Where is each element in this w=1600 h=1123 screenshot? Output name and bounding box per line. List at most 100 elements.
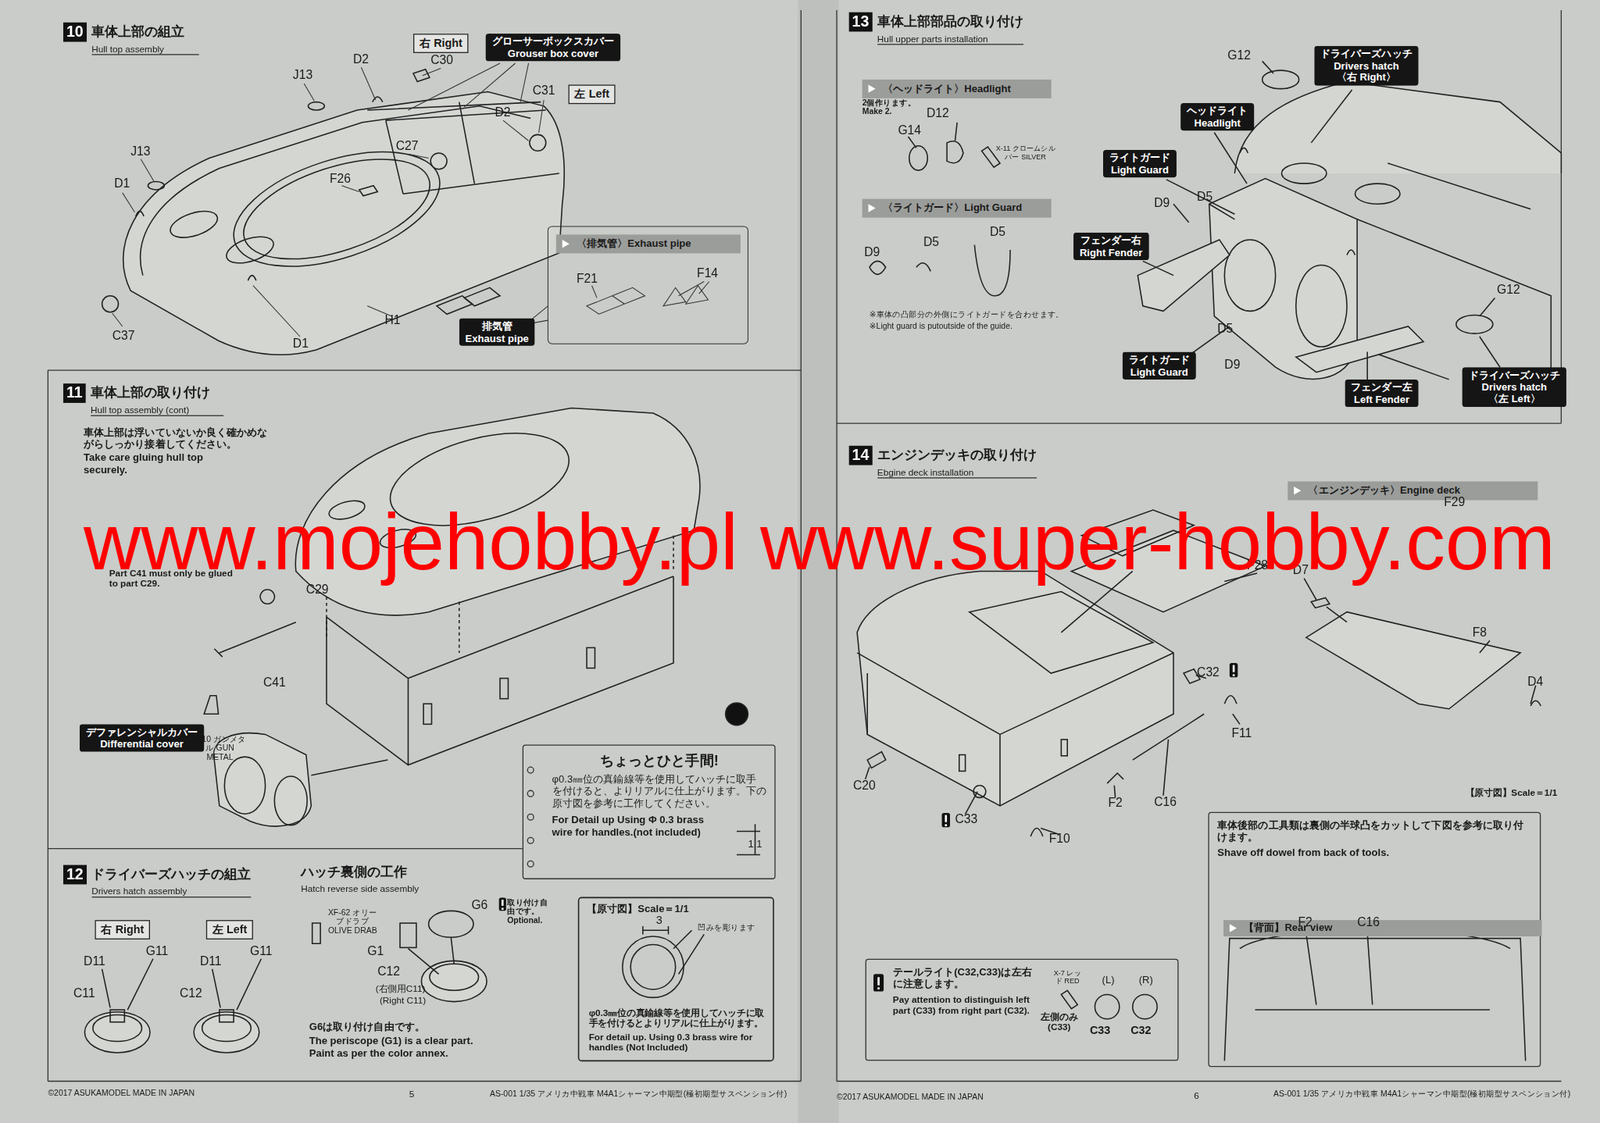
step-subtitle: Hull top assembly [91,43,199,55]
callout-box: フェンダー右Right Fender [1073,232,1149,261]
step-title: 車体上部の組立 [91,22,199,42]
part-label: F2 [1107,796,1122,811]
note-text: φ0.3㎜位の真鍮線等を使用してハッチに取手を付けるとよりリアルに仕上がります。 [589,1007,771,1029]
part-label: 1.1 [747,839,762,851]
callout-box: グローサーボックスカバーGrouser box cover [485,33,621,61]
note-text: X-11 クロームシルバー SILVER [994,144,1056,161]
part-label: G11 [250,944,272,959]
node-text: 左 Left [574,87,610,100]
node-text: For Detail up Using Φ 0.3 brass wire for… [552,814,726,839]
hull-assembly-drawing [214,589,296,658]
node-text: デファレンシャルカバー [85,726,199,739]
headlight-parts [909,146,929,171]
callout-box: ライトガードLight Guard [1122,352,1197,380]
hull-top-drawing [430,153,447,170]
caution-icon-mark [501,907,504,911]
node-text: 〈ヘッドライト〉Headlight [882,82,1011,94]
leader-line [407,63,529,111]
step-subtitle: Ebgine deck installation [877,467,1037,479]
step-title-group: エンジンデッキの取り付け Ebgine deck installation [877,446,1037,479]
node-text: ドライバーズハッチ [1320,47,1413,60]
part-label: D9 [864,246,880,261]
binder-dots [527,860,534,868]
part-label: C31 [532,84,556,99]
hull-front-drawing [1456,315,1493,335]
note-text: 左側のみ (C33) [1039,1012,1080,1034]
caution-icon-mark [501,900,504,907]
watermark: www.mojehobby.pl www.super-hobby.com [83,503,1556,583]
note-text: X-10 ガンメタル GUN METAL [192,734,249,763]
node-text: ライトガード [1109,152,1171,165]
node-text: ヘッドライト [1186,105,1248,118]
binder-dots [527,790,534,797]
step-title-group: ドライバーズハッチの組立Drivers hatch assembly [91,865,251,899]
part-label: G11 [146,944,168,959]
leader-line [592,281,710,298]
node-text: Grouser box cover [492,47,615,60]
caution-icon-mark [877,987,880,990]
part-label: C37 [112,329,136,344]
step-subtitle: Hull upper parts installation [877,33,1024,45]
hull-front-drawing [1137,239,1230,311]
hull-top-drawing [367,102,560,195]
hull-top-drawing [167,206,222,243]
drivers-hatch-drawing [84,1012,150,1054]
section-band: 〈ライトガード〉Light Guard [862,199,1052,218]
step-number: 11 [63,383,86,403]
drivers-hatch-drawing [407,937,454,975]
part-label: F21 [576,272,598,287]
node-text: Pay attention to distinguish left part (… [892,994,1036,1017]
part-label: D12 [926,107,950,122]
leader-line [547,226,748,344]
part-label: C33 [955,813,979,828]
node-text: ドライバーズハッチ [1468,369,1561,382]
node-text: 排気管 [465,320,529,333]
node-text: Right Fender [1079,246,1143,258]
drivers-hatch-drawing [642,926,704,975]
note-text: X-7 レッド RED [1050,969,1084,986]
binder-dots [527,767,534,774]
node-text: テールライト(C32,C33)は左右に注意します。 [892,966,1036,991]
hull-assembly-drawing [203,696,218,715]
caution-icon-mark [877,977,880,986]
hull-assembly-drawing [310,760,388,776]
callout-box: ドライバーズハッチDrivers hatch〈左 Left〉 [1462,367,1567,407]
caution-icon-mark [944,815,947,823]
node-text: Exhaust pipe [465,332,529,344]
node-text: Differential cover [85,738,199,750]
node-text: ちょっとひと手間! [552,752,767,770]
hull-front-drawing [1296,265,1347,347]
node-text: 〈左 Left〉 [1468,392,1561,405]
step-heading: 13車体上部部品の取り付けHull upper parts installati… [849,12,1024,46]
headlight-parts [869,244,1011,296]
callout-box: デファレンシャルカバーDifferential cover [79,724,204,752]
step-title: ドライバーズハッチの組立 [91,865,251,885]
hull-assembly-drawing [274,776,308,826]
note-text: XF-62 オリーブドラブ OLIVE DRAB [324,907,381,936]
note-panel: テールライト(C32,C33)は左右に注意します。 Pay attention t… [865,959,1179,1062]
binder-dots [527,837,534,844]
drivers-hatch-drawing [84,897,774,1061]
callout-box: フェンダー左Left Fender [1344,379,1418,408]
step-title: エンジンデッキの取り付け [877,446,1037,465]
engine-deck-drawing [1310,597,1541,706]
callout-box: 排気管Exhaust pipe [459,318,536,347]
part-label: H1 [384,314,400,329]
hull-top-drawing [223,232,278,269]
leader-line [112,63,749,344]
part-label: D5 [1196,190,1213,205]
drivers-hatch-drawing [92,1015,143,1043]
page-frame [47,10,1561,1082]
part-label: G12 [1227,49,1251,64]
part-label: C20 [853,779,876,794]
hull-front-drawing [1355,183,1400,204]
caution-icon [873,974,884,992]
part-label: D9 [1224,357,1240,372]
hull-top-drawing [529,134,547,151]
part-label: F11 [1231,727,1252,742]
step-title-group: 車体上部部品の取り付けHull upper parts installation [877,12,1024,46]
drivers-hatch-drawing [193,1012,260,1054]
hull-front-drawing [1234,81,1561,174]
part-label: (Right C11) [379,996,426,1008]
drivers-hatch-drawing [630,944,675,990]
